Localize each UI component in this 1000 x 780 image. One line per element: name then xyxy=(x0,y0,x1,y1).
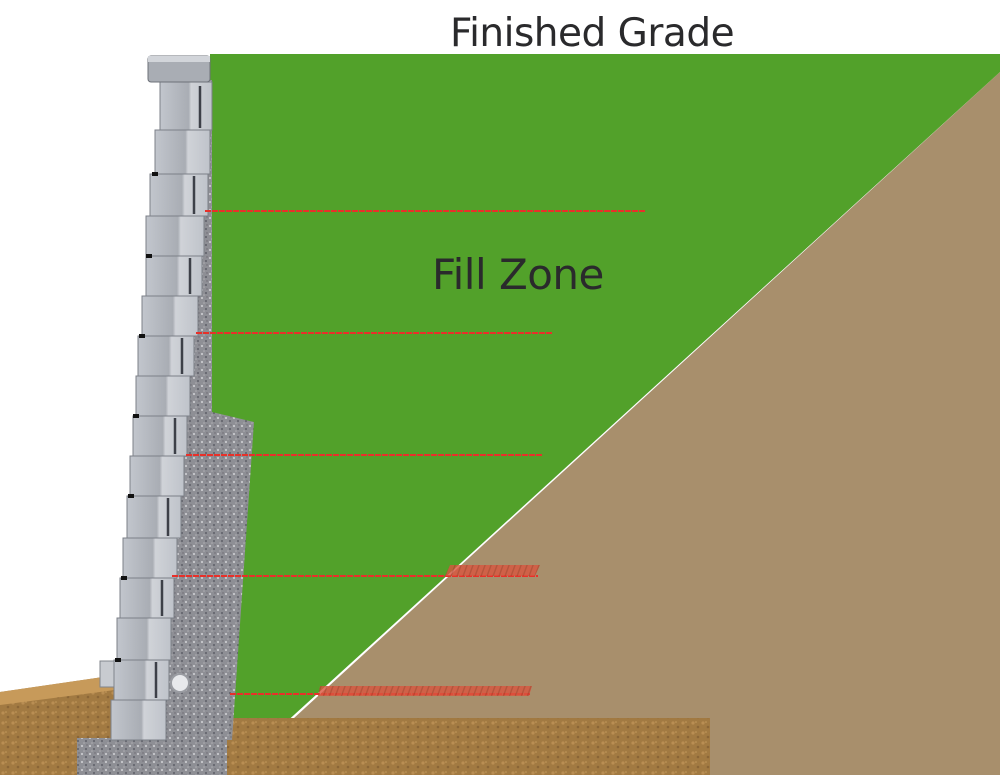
segmental-wall-blocks xyxy=(110,81,213,741)
retained-soil xyxy=(270,72,1000,775)
fill-zone-label: Fill Zone xyxy=(432,250,604,299)
drain-pipe xyxy=(170,673,190,693)
fill-zone xyxy=(210,54,1000,735)
foundation-soil-under-pad xyxy=(220,718,710,775)
finished-grade-label: Finished Grade xyxy=(450,11,735,56)
foreground-soil-top xyxy=(0,676,115,705)
leveling-pad xyxy=(77,738,227,775)
geogrid-overlap-5 xyxy=(318,686,532,696)
geogrid-overlap-4 xyxy=(445,565,540,576)
weep-outlet xyxy=(99,660,115,688)
